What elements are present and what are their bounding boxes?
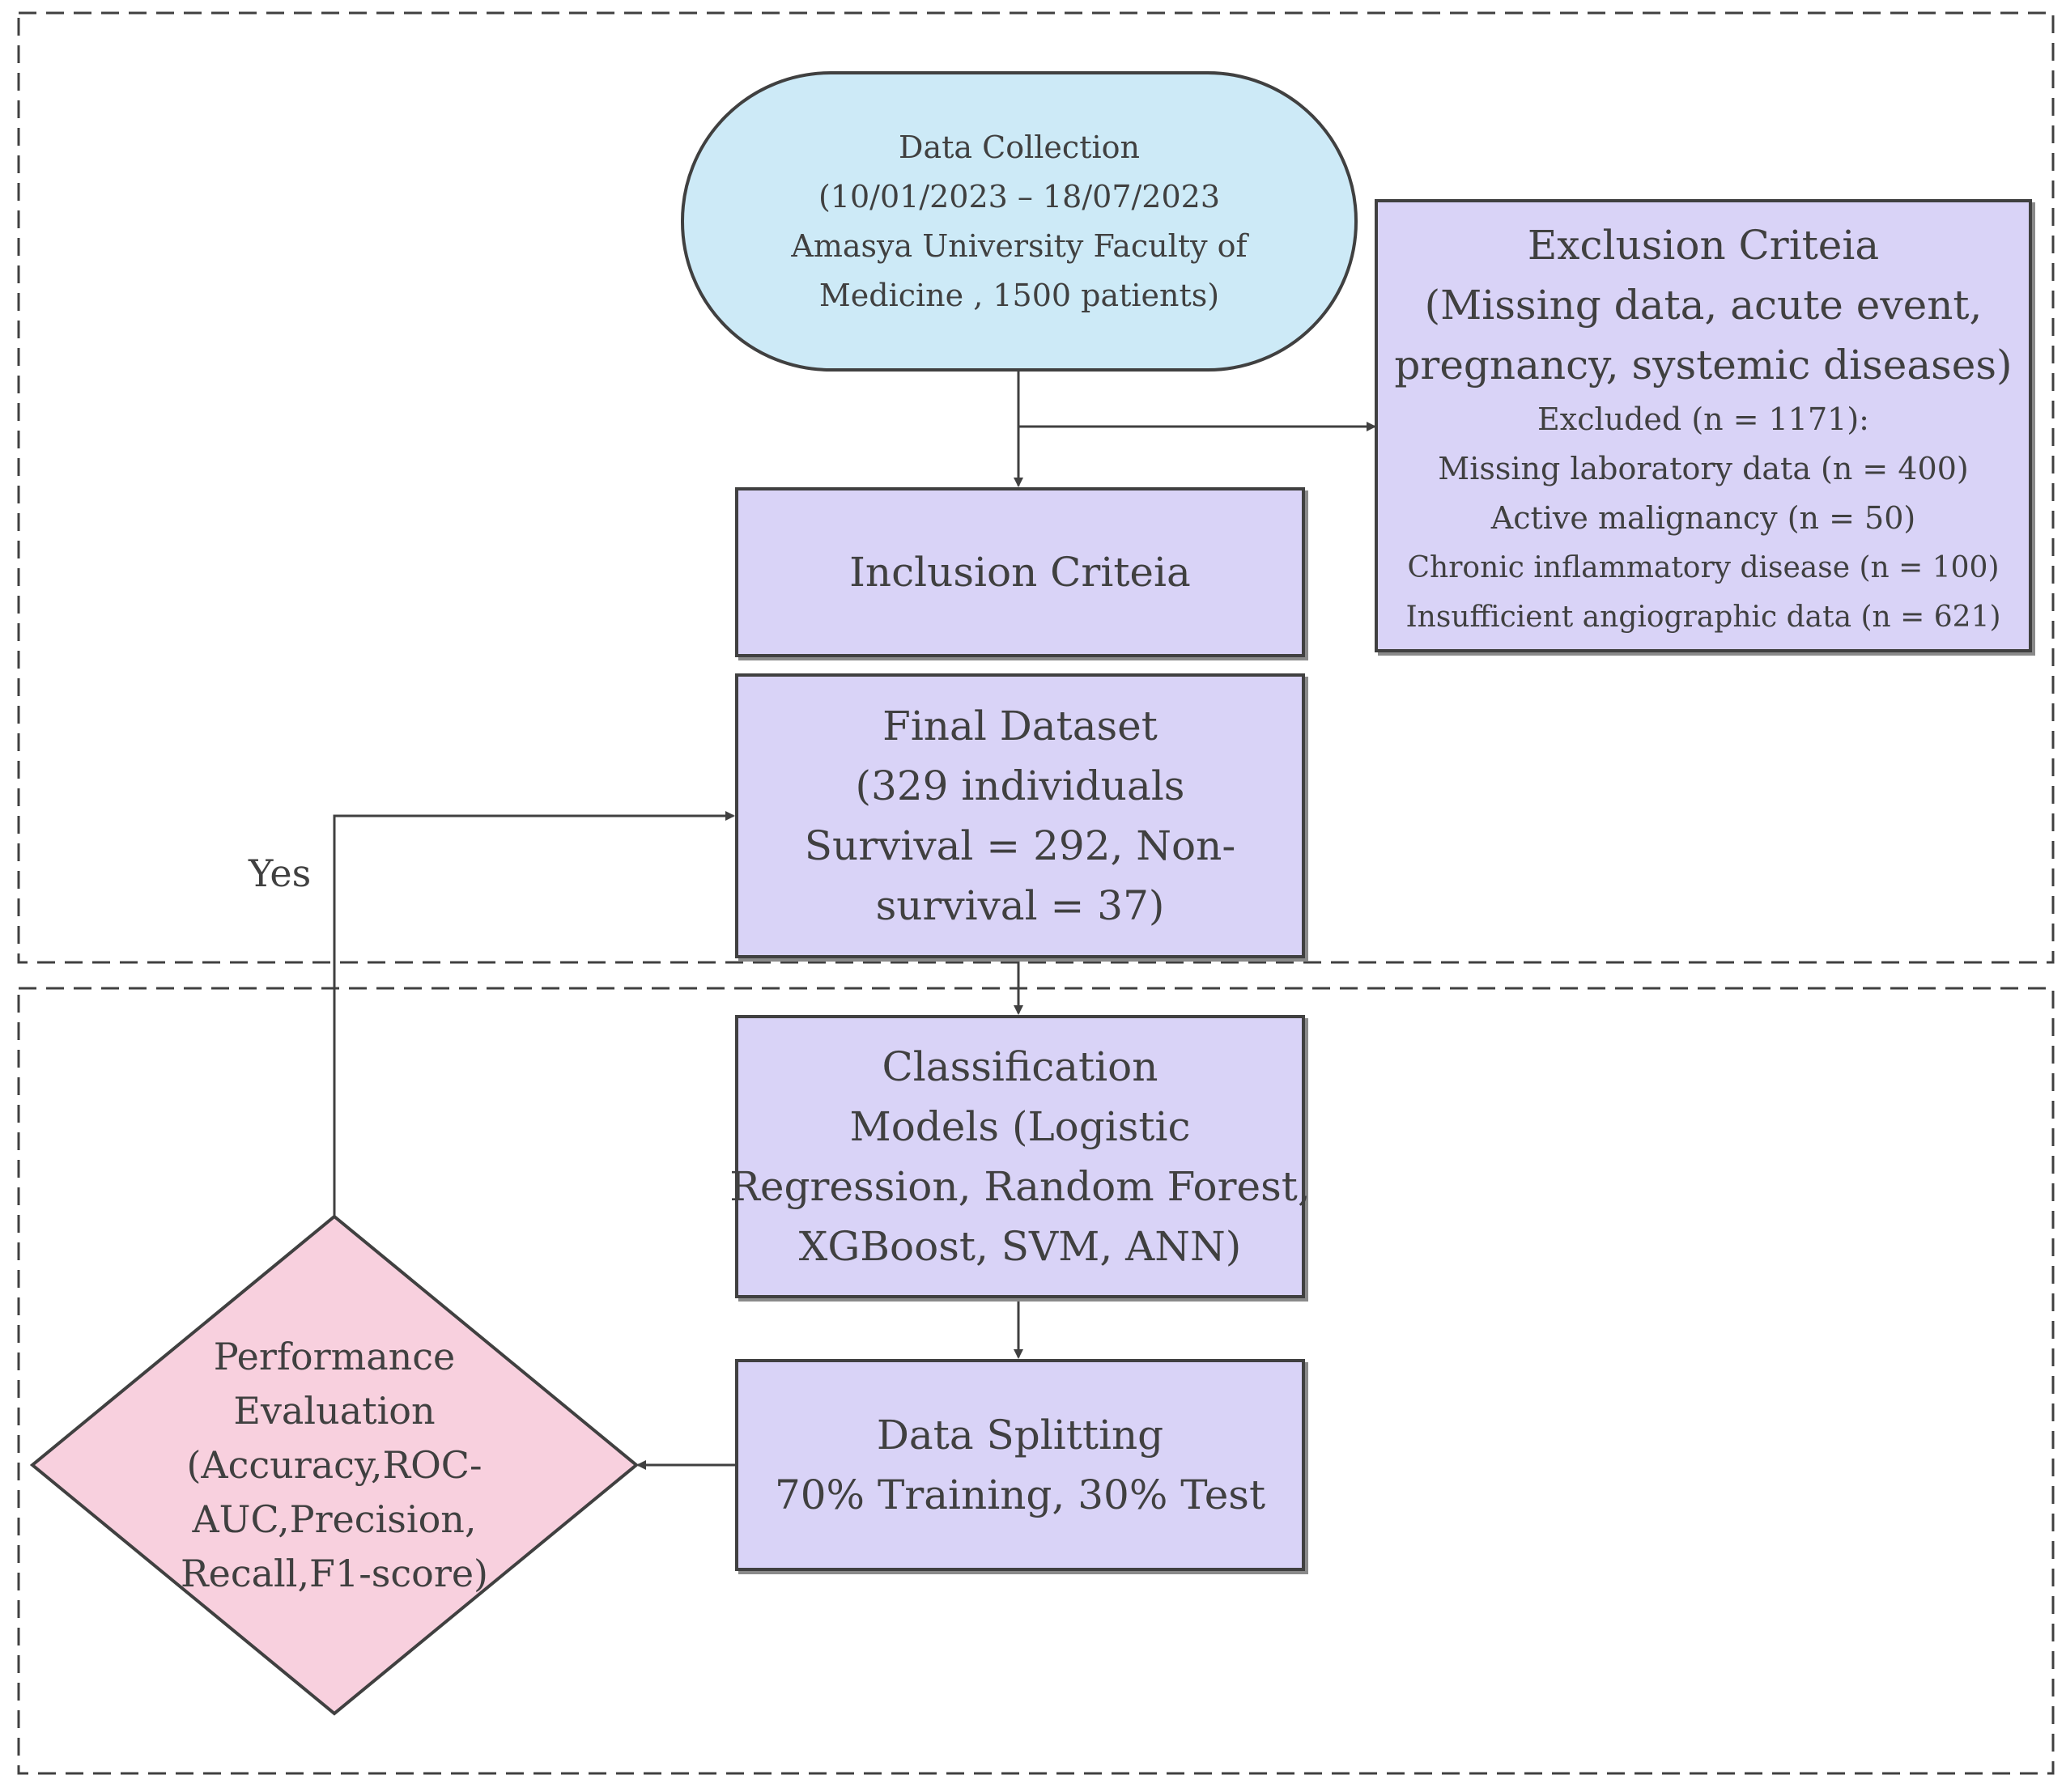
performance-line-4: AUC,Precision,: [192, 1497, 477, 1541]
data-collection-line-2: (10/01/2023 – 18/07/2023: [818, 178, 1221, 214]
classification-line-4: XGBoost, SVM, ANN): [798, 1223, 1242, 1270]
connector-performance-yes-to-final: [333, 811, 735, 1217]
performance-evaluation-node: Performance Evaluation (Accuracy,ROC- AU…: [91, 1323, 577, 1607]
data-collection-line-1: Data Collection: [899, 129, 1140, 165]
exclusion-title-line-1: Exclusion Criteia: [1527, 221, 1880, 269]
exclusion-detail-line-3: Active malignancy (n = 50): [1490, 499, 1916, 536]
exclusion-criteria-node: Exclusion Criteia (Missing data, acute e…: [1375, 199, 2032, 652]
exclusion-detail-line-1: Excluded (n = 1171):: [1537, 401, 1869, 437]
exclusion-detail-line-5: Insufficient angiographic data (n = 621): [1405, 600, 2001, 634]
exclusion-detail-line-4: Chronic inflammatory disease (n = 100): [1407, 550, 2000, 584]
inclusion-criteria-node: Inclusion Criteia: [735, 487, 1305, 657]
performance-line-3: (Accuracy,ROC-: [186, 1442, 482, 1487]
data-collection-node: Data Collection (10/01/2023 – 18/07/2023…: [682, 73, 1356, 370]
final-dataset-line-1: Final Dataset: [882, 703, 1158, 749]
final-dataset-node: Final Dataset (329 individuals Survival …: [735, 673, 1305, 958]
performance-line-5: Recall,F1-score): [180, 1551, 489, 1595]
data-collection-line-4: Medicine , 1500 patients): [818, 277, 1220, 313]
inclusion-criteria-label: Inclusion Criteia: [849, 549, 1191, 596]
performance-line-2: Evaluation: [233, 1388, 436, 1433]
data-preparation-section-frame: [17, 11, 2055, 964]
final-dataset-line-2: (329 individuals: [855, 762, 1185, 809]
final-dataset-line-4: survival = 37): [875, 882, 1165, 929]
final-dataset-line-3: Survival = 292, Non-: [804, 822, 1236, 869]
yes-edge-label: Yes: [249, 851, 312, 895]
data-splitting-line-1: Data Splitting: [876, 1412, 1164, 1459]
classification-line-1: Classification: [882, 1043, 1158, 1090]
data-collection-line-3: Amasya University Faculty of: [791, 227, 1248, 264]
classification-line-2: Models (Logistic: [849, 1103, 1191, 1150]
exclusion-title-line-3: pregnancy, systemic diseases): [1394, 341, 2013, 389]
performance-line-1: Performance: [213, 1334, 456, 1378]
performance-decision-shape: [29, 1214, 640, 1716]
data-splitting-line-2: 70% Training, 30% Test: [774, 1471, 1266, 1518]
modeling-section-frame: [17, 987, 2055, 1775]
exclusion-detail-line-2: Missing laboratory data (n = 400): [1438, 450, 1969, 486]
exclusion-title-line-2: (Missing data, acute event,: [1424, 281, 1983, 329]
classification-line-3: Regression, Random Forest,: [729, 1163, 1311, 1210]
classification-models-node: Classification Models (Logistic Regressi…: [729, 1015, 1311, 1298]
data-splitting-node: Data Splitting 70% Training, 30% Test: [735, 1359, 1305, 1571]
